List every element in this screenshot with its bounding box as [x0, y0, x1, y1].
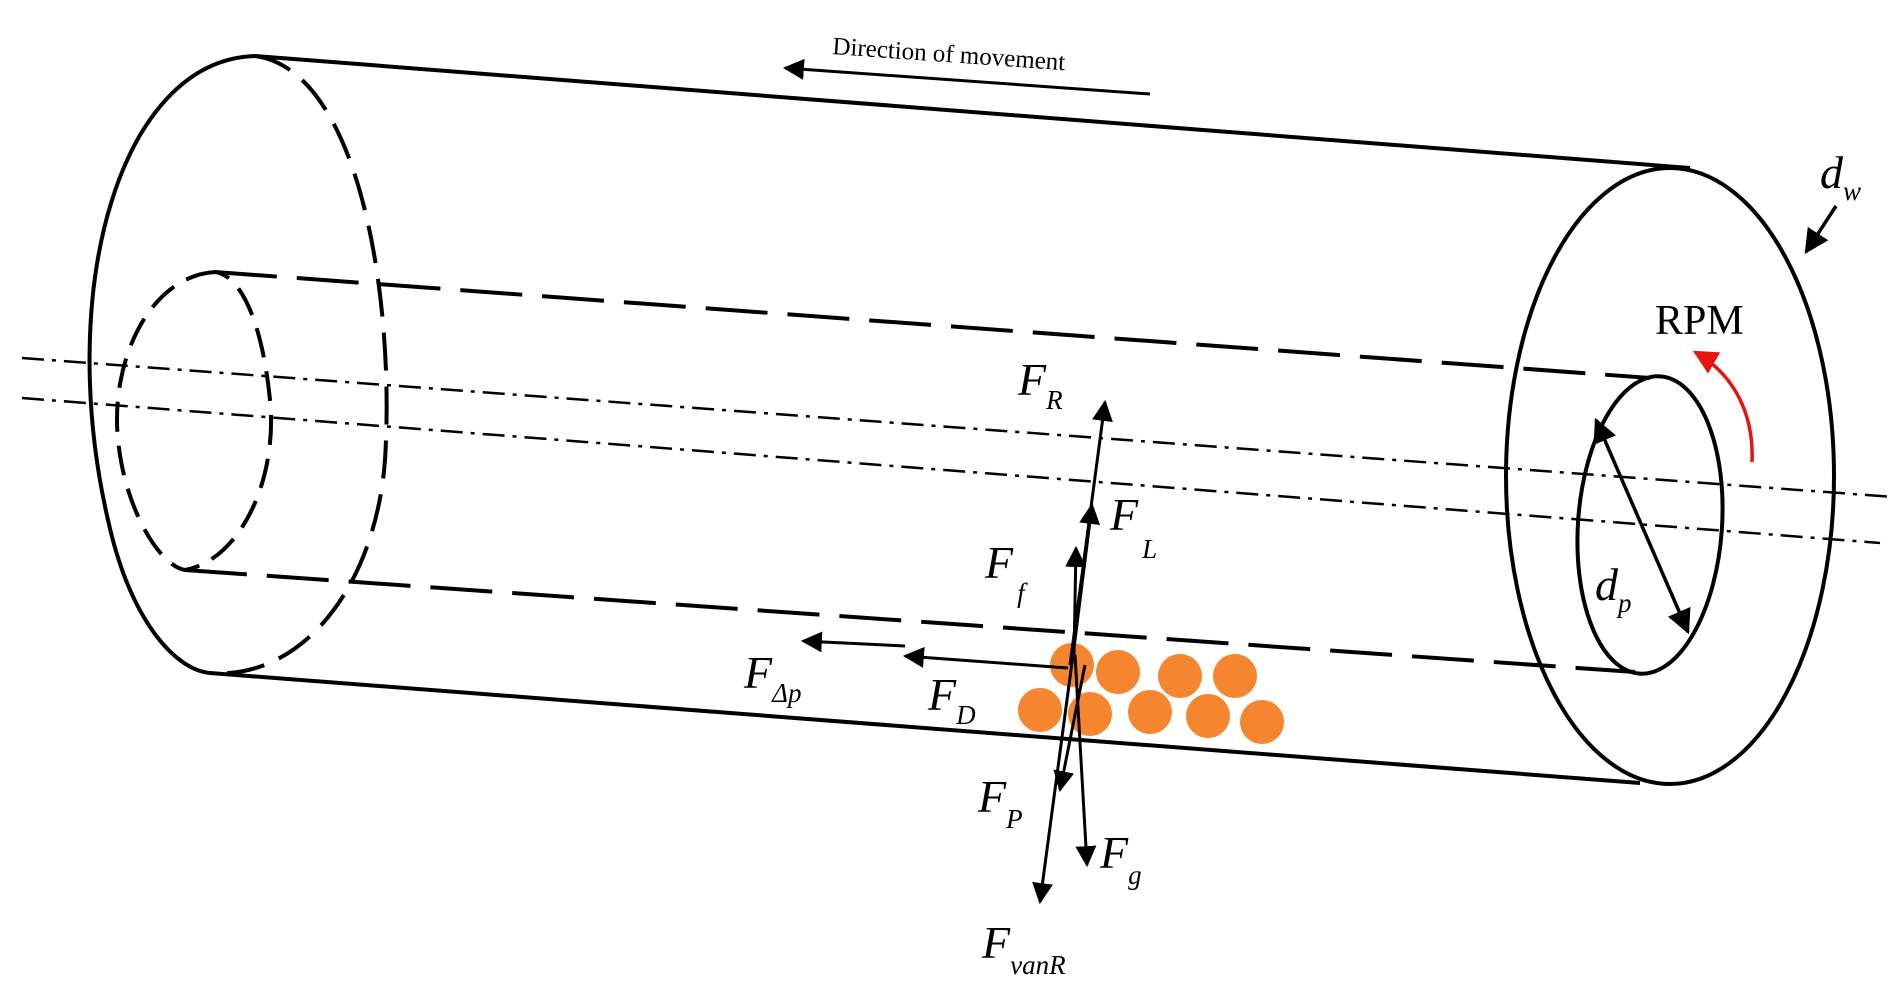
cutting-particle: [1213, 654, 1257, 698]
rpm-label: RPM: [1655, 298, 1744, 344]
inner-left-hidden-ellipse: [115, 269, 273, 573]
left-arrow-icon: [782, 58, 1151, 96]
label-ff: Ff: [984, 537, 1028, 608]
cutting-particle: [1128, 690, 1172, 734]
cutting-particle: [1186, 694, 1230, 738]
label-fl: FL: [1109, 489, 1157, 564]
cutting-particle: [1158, 654, 1202, 698]
label-fr: FR: [1017, 354, 1063, 415]
inner-top-hidden-line: [214, 270, 1651, 380]
force-vectors: [800, 399, 1113, 905]
fvanr-arrow: [1032, 639, 1077, 905]
cutting-particle: [1240, 700, 1284, 744]
ff-arrow: [1065, 545, 1087, 656]
fl-arrow: [1073, 502, 1101, 641]
outer-right-end: [1504, 166, 1836, 786]
inner-pipe: [115, 269, 1725, 676]
axis-line-lower: [21, 396, 1881, 545]
cutting-particle: [1096, 650, 1140, 694]
fg-arrow: [1073, 654, 1097, 868]
label-fd: FD: [927, 669, 976, 730]
axis-lines: [21, 356, 1894, 545]
fp-arrow: [1053, 664, 1087, 793]
outer-bottom-line: [209, 671, 1641, 785]
axis-line-upper: [21, 356, 1894, 499]
outer-top-line: [254, 54, 1691, 170]
label-fvanr: FvanR: [981, 917, 1066, 980]
inner-right-end: [1575, 374, 1725, 676]
cutting-particle: [1018, 688, 1062, 732]
label-dw: dw: [1820, 147, 1861, 206]
label-fg: Fg: [1099, 827, 1142, 890]
label-fp: FP: [977, 771, 1023, 834]
cuttings-bed: [1018, 643, 1284, 744]
label-dp: dp: [1595, 559, 1632, 618]
outer-left-hidden-arc: [209, 54, 389, 676]
fdp-arrow: [800, 631, 906, 653]
outer-left-visible-arc: [87, 54, 256, 675]
dw-arrow: [1804, 205, 1838, 255]
dp-double-arrow: [1593, 417, 1691, 635]
fd-arrow: [902, 646, 1069, 670]
curved-arrow-icon: [1692, 350, 1754, 463]
outer-cylinder: [87, 54, 1836, 786]
label-fdp: FΔp: [743, 647, 801, 708]
direction-caption: Direction of movement: [832, 33, 1067, 76]
